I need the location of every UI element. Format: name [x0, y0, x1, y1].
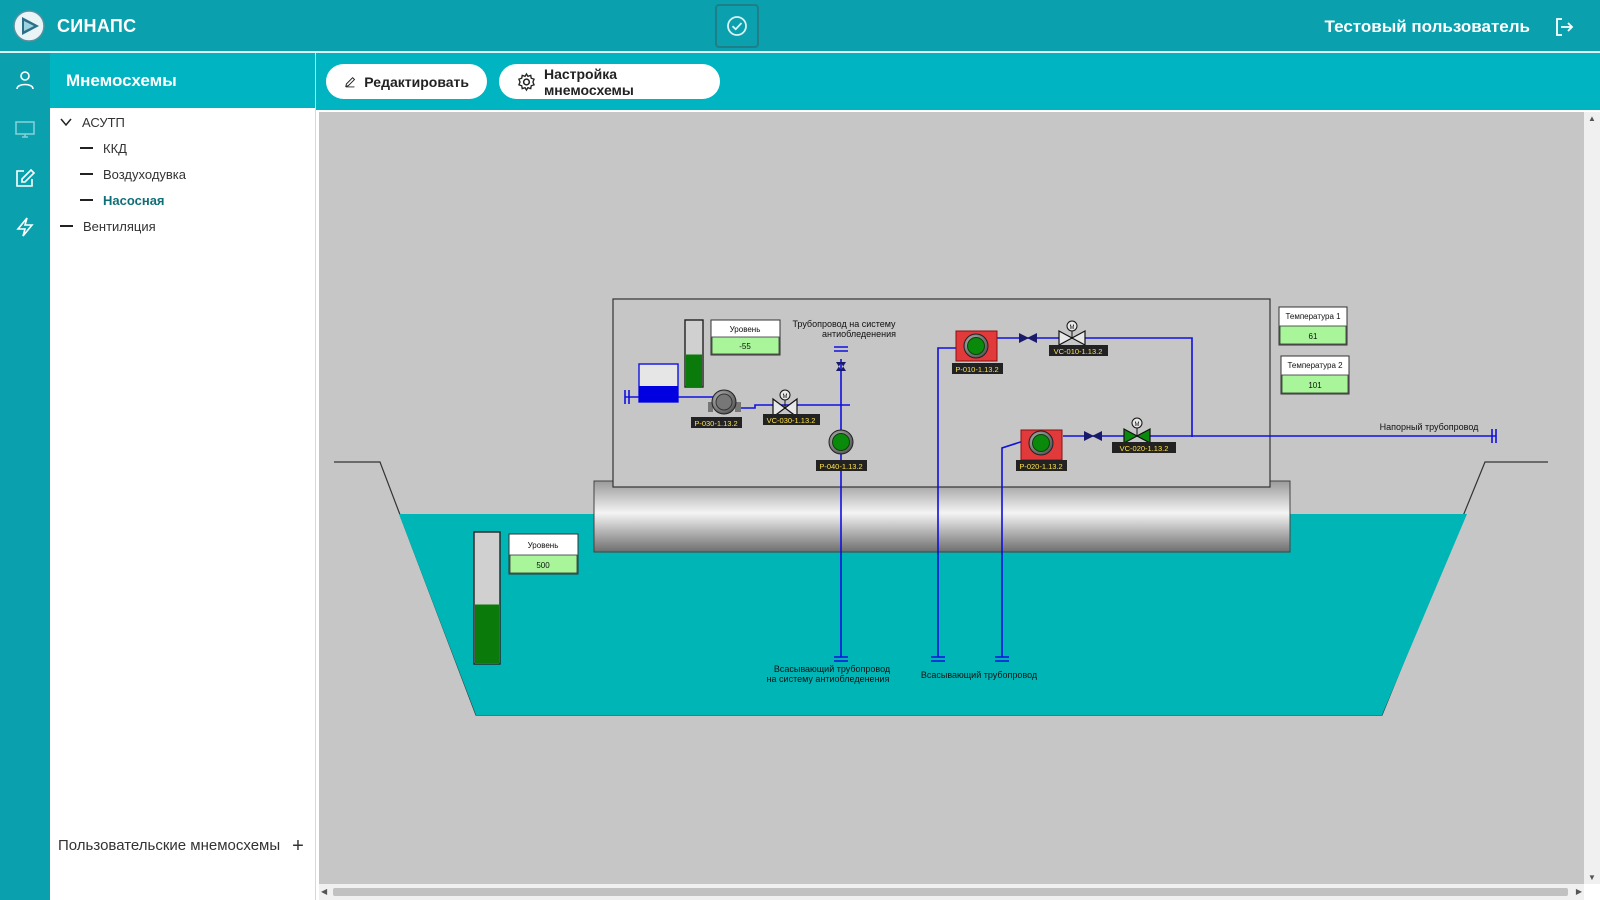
- left-nav: [0, 53, 50, 900]
- suction-antiice-label-1: Всасывающий трубопровод: [774, 664, 891, 674]
- tree-item-label: ККД: [103, 140, 127, 156]
- pipe-end-markers: [624, 346, 1497, 662]
- toolbar: Редактировать Настройка мнемосхемы: [316, 53, 1600, 110]
- valve-vc010-tag: VC-010-1.13.2: [1054, 347, 1103, 356]
- panel-title: Мнемосхемы: [50, 53, 315, 108]
- horizontal-scrollbar[interactable]: ◀ ▶: [319, 884, 1584, 900]
- level-gauge-pool-fill: [475, 604, 499, 663]
- user-icon[interactable]: [13, 68, 37, 92]
- antiice-top-label-2: антиобледенения: [822, 329, 896, 339]
- valve-vc020-tag: VC-020-1.13.2: [1120, 444, 1169, 453]
- scheme-settings-button[interactable]: Настройка мнемосхемы: [499, 64, 720, 99]
- scheme-settings-label: Настройка мнемосхемы: [543, 65, 634, 98]
- suction-pipe-label: Всасывающий трубопровод: [921, 670, 1038, 680]
- add-icon[interactable]: +: [292, 834, 304, 857]
- scroll-up-icon[interactable]: ▲: [1588, 114, 1596, 123]
- edit-icon[interactable]: [13, 166, 37, 190]
- pump-p030[interactable]: P-030-1.13.2: [691, 389, 742, 428]
- pump-p020-tag: P-020-1.13.2: [1019, 462, 1062, 471]
- pump-p020[interactable]: P-020-1.13.2: [1016, 429, 1067, 471]
- level-pool-value: 500: [536, 561, 550, 570]
- status-button[interactable]: [715, 4, 759, 48]
- chevron-down-icon[interactable]: [60, 116, 72, 128]
- monitor-icon[interactable]: [13, 117, 37, 141]
- scroll-right-icon[interactable]: ▶: [1575, 887, 1582, 896]
- temp1-box[interactable]: Температура 1 61: [1278, 306, 1348, 346]
- tree-item-asutp[interactable]: АСУТП: [60, 112, 125, 132]
- user-name[interactable]: Тестовый пользователь: [1324, 17, 1530, 36]
- tree-item-blower[interactable]: Воздуходувка: [80, 164, 186, 184]
- motor-label: M: [1135, 422, 1140, 428]
- tree-item-label: Насосная: [103, 192, 165, 208]
- dash-icon: [80, 173, 93, 175]
- dash-icon: [80, 199, 93, 201]
- valve-vc030[interactable]: M VC-030-1.13.2: [763, 389, 820, 425]
- pressure-pipe-label: Напорный трубопровод: [1380, 422, 1480, 432]
- valve-vc020[interactable]: M VC-020-1.13.2: [1112, 417, 1176, 453]
- user-schemes: Пользовательские мнемосхемы +: [58, 834, 304, 857]
- pool-water: [399, 514, 1467, 715]
- antiice-top-label-1: Трубопровод на систему: [792, 319, 896, 329]
- pump-p010[interactable]: P-010-1.13.2: [952, 330, 1003, 374]
- pump-p030-tag: P-030-1.13.2: [694, 419, 737, 428]
- temp1-value: 61: [1309, 332, 1318, 341]
- level-box-top[interactable]: Уровень -55: [710, 319, 781, 356]
- tank-fill: [639, 386, 678, 402]
- check-circle-icon: [727, 16, 747, 36]
- tree-item-label: Воздуходувка: [103, 166, 187, 182]
- motor-label: M: [1070, 325, 1075, 331]
- level-box-pool[interactable]: Уровень 500: [508, 533, 579, 575]
- dash-icon: [60, 225, 73, 227]
- scroll-left-icon[interactable]: ◀: [321, 887, 328, 896]
- tree-item-label: АСУТП: [82, 114, 125, 130]
- check-valve-icon: [1084, 431, 1102, 441]
- scroll-thumb[interactable]: [333, 888, 1568, 896]
- gear-icon: [518, 72, 535, 91]
- scroll-down-icon[interactable]: ▼: [1588, 873, 1596, 882]
- check-valve-icon: [1019, 333, 1037, 343]
- vertical-scrollbar[interactable]: ▲ ▼: [1584, 112, 1600, 884]
- edit-button[interactable]: Редактировать: [326, 64, 487, 99]
- pump-p040-tag: P-040-1.13.2: [819, 462, 862, 471]
- level-top-value: -55: [739, 342, 751, 351]
- app-title: СИНАПС: [57, 16, 137, 36]
- motor-label: M: [783, 394, 788, 400]
- lightning-icon[interactable]: [13, 215, 37, 239]
- pump-p010-tag: P-010-1.13.2: [955, 365, 998, 374]
- synaps-logo: [13, 10, 45, 42]
- schemes-panel: Мнемосхемы АСУТП ККД Воздуходувка Насосн…: [50, 53, 316, 900]
- tree-item-pump-station[interactable]: Насосная: [80, 190, 165, 210]
- valve-vc010[interactable]: M VC-010-1.13.2: [1049, 320, 1108, 356]
- platform-cylinder: [593, 480, 1291, 553]
- level-pool-title: Уровень: [528, 541, 559, 550]
- mnemonic-canvas[interactable]: Уровень -55 Температура 1 61 Температура…: [319, 112, 1584, 884]
- edit-button-label: Редактировать: [364, 73, 469, 90]
- temp2-box[interactable]: Температура 2 101: [1280, 355, 1350, 395]
- level-top-title: Уровень: [730, 325, 761, 334]
- pump-p040[interactable]: P-040-1.13.2: [816, 429, 867, 471]
- logout-icon[interactable]: [1552, 15, 1576, 39]
- check-valve-icon: [836, 362, 846, 371]
- temp2-title: Температура 2: [1287, 361, 1343, 370]
- top-bar: СИНАПС Тестовый пользователь: [0, 0, 1600, 53]
- suction-antiice-label-2: на систему антиобледенения: [767, 674, 890, 684]
- tree-item-ventilation[interactable]: Вентиляция: [60, 216, 156, 236]
- level-gauge-top-fill: [686, 354, 702, 387]
- pump-station-scheme: Уровень -55 Температура 1 61 Температура…: [334, 298, 1548, 716]
- tree-item-kkd[interactable]: ККД: [80, 138, 127, 158]
- tree-item-label: Вентиляция: [83, 218, 156, 234]
- temp1-title: Температура 1: [1285, 312, 1341, 321]
- pencil-icon: [345, 76, 356, 87]
- valve-vc030-tag: VC-030-1.13.2: [767, 416, 816, 425]
- dash-icon: [80, 147, 93, 149]
- temp2-value: 101: [1308, 381, 1322, 390]
- user-schemes-label: Пользовательские мнемосхемы: [58, 837, 281, 854]
